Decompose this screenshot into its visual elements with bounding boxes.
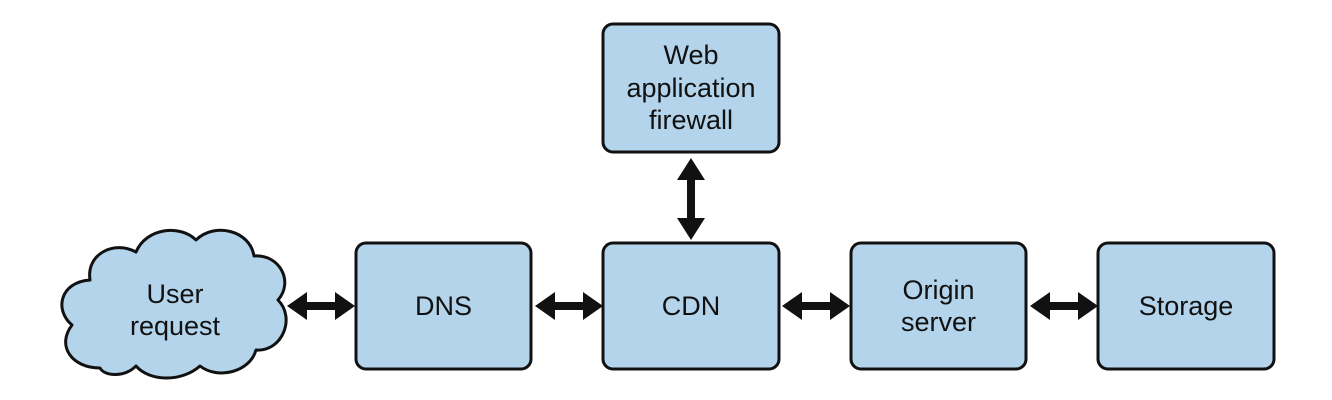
user-request-label: User request: [129, 278, 221, 341]
waf-label: Web application firewall: [626, 40, 756, 136]
arrow-cdn-origin-server: [782, 292, 850, 320]
origin-server-label: Origin server: [900, 274, 976, 337]
arrow-origin-server-storage: [1030, 292, 1098, 320]
arrow-user-request-dns: [287, 292, 355, 320]
arrow-dns-cdn: [535, 292, 603, 320]
waf-box: [601, 22, 781, 154]
dns-label: DNS: [414, 290, 472, 321]
user-request-cloud: [60, 228, 288, 380]
cdn-label: CDN: [661, 290, 721, 321]
storage-label: Storage: [1138, 290, 1234, 321]
dns-box: [354, 241, 533, 371]
origin-server-box: [849, 241, 1028, 371]
arrow-cdn-waf: [677, 158, 705, 240]
